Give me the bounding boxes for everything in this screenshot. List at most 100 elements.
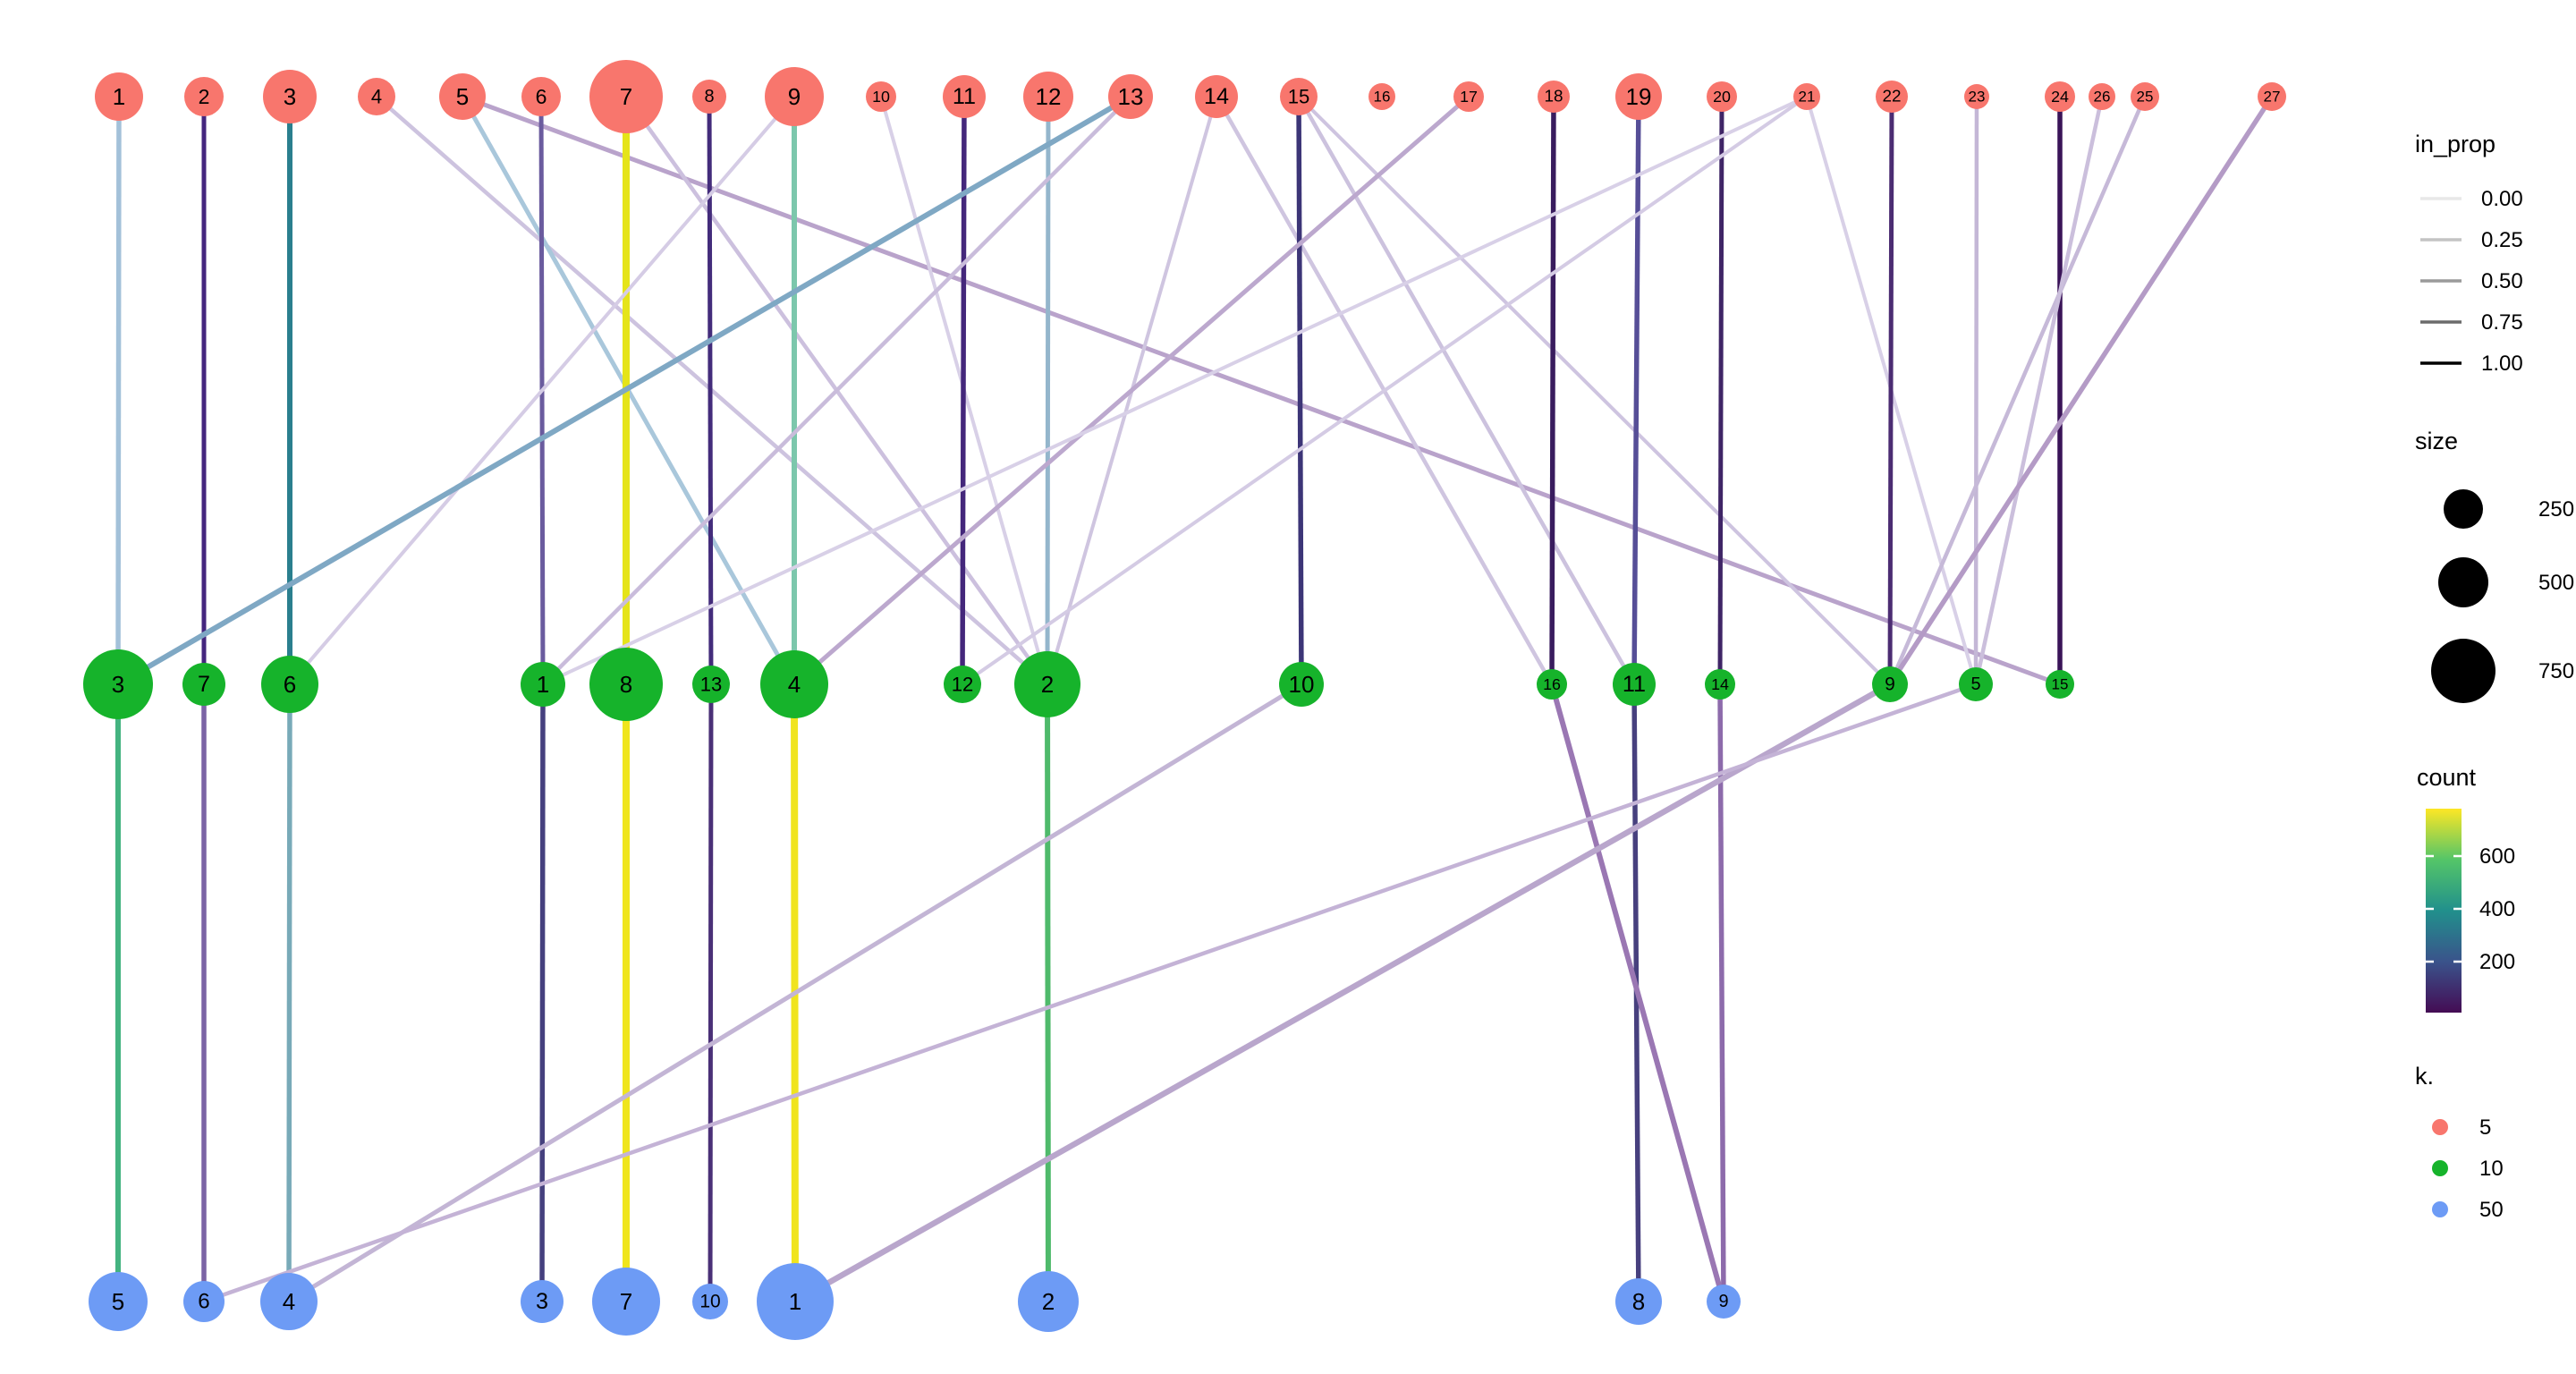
node-label-k5-14: 14 bbox=[1204, 84, 1229, 109]
node-label-k5-3: 3 bbox=[284, 83, 296, 110]
node-circle-k5-18 bbox=[1538, 81, 1570, 113]
edge-k5-21-k10-1 bbox=[542, 95, 1808, 686]
node-label-k5-23: 23 bbox=[1969, 89, 1986, 106]
edge-k5-12-k10-2 bbox=[1045, 96, 1051, 685]
node-circle-k10-7 bbox=[182, 663, 225, 706]
graph-node-k10-13: 13 bbox=[692, 666, 730, 703]
node-circle-k5-16 bbox=[1368, 83, 1395, 110]
graph-node-k5-3: 3 bbox=[263, 70, 317, 123]
graph-node-k10-5: 5 bbox=[1959, 667, 1993, 701]
node-label-k10-3: 3 bbox=[112, 671, 124, 698]
node-circle-k5-11 bbox=[943, 75, 986, 118]
graph-node-k5-24: 24 bbox=[2045, 81, 2075, 112]
node-circle-k10-12 bbox=[944, 666, 981, 703]
legend-title-size: size bbox=[2415, 428, 2458, 454]
legend-size-circle-0 bbox=[2444, 489, 2483, 529]
edge-k5-23-k10-5 bbox=[1973, 96, 1979, 685]
legend-size-label-2: 750 bbox=[2538, 659, 2574, 683]
node-label-k10-10: 10 bbox=[1289, 671, 1315, 698]
node-label-k5-22: 22 bbox=[1882, 88, 1901, 106]
edge-k10-10-k50-4 bbox=[287, 682, 1303, 1304]
node-circle-k5-17 bbox=[1453, 81, 1484, 112]
graph-node-k50-6: 6 bbox=[183, 1281, 225, 1322]
node-circle-k5-7 bbox=[589, 60, 663, 133]
legend-in-prop-label-1: 0.25 bbox=[2481, 228, 2523, 252]
node-label-k5-19: 19 bbox=[1626, 83, 1652, 110]
graph-node-k50-1: 1 bbox=[757, 1263, 834, 1340]
graph-node-k5-15: 15 bbox=[1280, 78, 1318, 115]
node-label-k50-8: 8 bbox=[1632, 1288, 1645, 1315]
edges-layer bbox=[115, 94, 2275, 1304]
node-label-k5-24: 24 bbox=[2051, 88, 2069, 106]
legend-k-label-10: 10 bbox=[2479, 1157, 2504, 1181]
legend-title-count: count bbox=[2417, 764, 2477, 791]
node-label-k10-1: 1 bbox=[537, 671, 549, 698]
node-label-k10-7: 7 bbox=[198, 672, 210, 697]
node-circle-k5-25 bbox=[2131, 82, 2159, 111]
edge-k5-1-k10-3 bbox=[115, 96, 122, 685]
graph-node-k5-25: 25 bbox=[2131, 82, 2159, 111]
legend-panel: in_prop0.000.250.500.751.00size250500750… bbox=[2415, 131, 2574, 1222]
graph-node-k10-4: 4 bbox=[760, 650, 828, 718]
node-circle-k5-21 bbox=[1793, 83, 1820, 110]
edge-k10-9-k50-1 bbox=[793, 682, 1892, 1304]
node-label-k10-6: 6 bbox=[284, 671, 296, 698]
edge-k5-11-k10-12 bbox=[960, 96, 967, 685]
node-circle-k5-26 bbox=[2089, 83, 2115, 110]
edge-k5-15-k10-9 bbox=[1297, 95, 1892, 686]
node-label-k10-2: 2 bbox=[1041, 671, 1054, 698]
node-circle-k50-4 bbox=[260, 1273, 318, 1330]
node-circle-k50-10 bbox=[692, 1284, 728, 1319]
node-label-k5-13: 13 bbox=[1118, 83, 1144, 110]
node-label-k5-8: 8 bbox=[704, 87, 714, 106]
legend-in-prop-label-3: 0.75 bbox=[2481, 310, 2523, 335]
node-label-k5-7: 7 bbox=[620, 83, 632, 110]
edge-k10-2-k50-2 bbox=[1045, 683, 1051, 1302]
edge-k5-21-k10-12 bbox=[961, 95, 1809, 686]
node-circle-k10-14 bbox=[1705, 669, 1735, 700]
graph-node-k50-8: 8 bbox=[1615, 1278, 1662, 1325]
node-circle-k10-10 bbox=[1279, 662, 1324, 707]
node-circle-k50-9 bbox=[1707, 1285, 1741, 1319]
node-label-k50-2: 2 bbox=[1042, 1288, 1055, 1315]
node-label-k10-12: 12 bbox=[952, 674, 974, 696]
graph-node-k50-10: 10 bbox=[692, 1284, 728, 1319]
legend-k-label-5: 5 bbox=[2479, 1115, 2491, 1140]
node-label-k10-5: 5 bbox=[1970, 674, 1980, 694]
node-label-k5-25: 25 bbox=[2137, 89, 2154, 106]
node-circle-k10-16 bbox=[1537, 669, 1567, 700]
graph-node-k10-2: 2 bbox=[1014, 651, 1080, 717]
graph-node-k5-20: 20 bbox=[1707, 81, 1737, 112]
node-circle-k5-1 bbox=[95, 72, 143, 121]
graph-node-k10-11: 11 bbox=[1613, 663, 1656, 706]
node-label-k10-8: 8 bbox=[620, 671, 632, 698]
graph-node-k50-4: 4 bbox=[260, 1273, 318, 1330]
node-circle-k10-15 bbox=[2046, 670, 2074, 699]
node-label-k5-6: 6 bbox=[536, 85, 547, 108]
legend-size-label-0: 250 bbox=[2538, 497, 2574, 522]
edge-k5-13-k10-3 bbox=[116, 94, 1132, 687]
edge-k10-1-k50-3 bbox=[539, 683, 546, 1302]
node-label-k50-1: 1 bbox=[789, 1288, 801, 1315]
edge-k5-25-k10-9 bbox=[1887, 96, 2148, 685]
edge-k10-5-k50-6 bbox=[203, 682, 1977, 1304]
edge-k10-14-k50-9 bbox=[1717, 683, 1726, 1302]
node-circle-k50-3 bbox=[521, 1280, 564, 1323]
graph-node-k5-26: 26 bbox=[2089, 83, 2115, 110]
graph-node-k5-22: 22 bbox=[1876, 81, 1908, 113]
node-circle-k10-2 bbox=[1014, 651, 1080, 717]
node-circle-k5-13 bbox=[1108, 74, 1153, 119]
graph-node-k5-2: 2 bbox=[184, 77, 224, 116]
legend-k-dot-5 bbox=[2432, 1119, 2448, 1135]
node-label-k5-18: 18 bbox=[1544, 88, 1563, 106]
node-circle-k5-2 bbox=[184, 77, 224, 116]
node-label-k10-16: 16 bbox=[1543, 675, 1561, 693]
graph-node-k5-21: 21 bbox=[1793, 83, 1820, 110]
edge-k5-26-k10-5 bbox=[1973, 96, 2105, 685]
node-circle-k5-9 bbox=[765, 67, 824, 126]
edge-k5-22-k10-9 bbox=[1887, 96, 1894, 685]
node-label-k5-15: 15 bbox=[1288, 86, 1310, 108]
node-label-k5-16: 16 bbox=[1374, 89, 1391, 106]
edge-k5-15-k10-11 bbox=[1297, 95, 1636, 686]
graph-node-k5-27: 27 bbox=[2258, 82, 2286, 111]
